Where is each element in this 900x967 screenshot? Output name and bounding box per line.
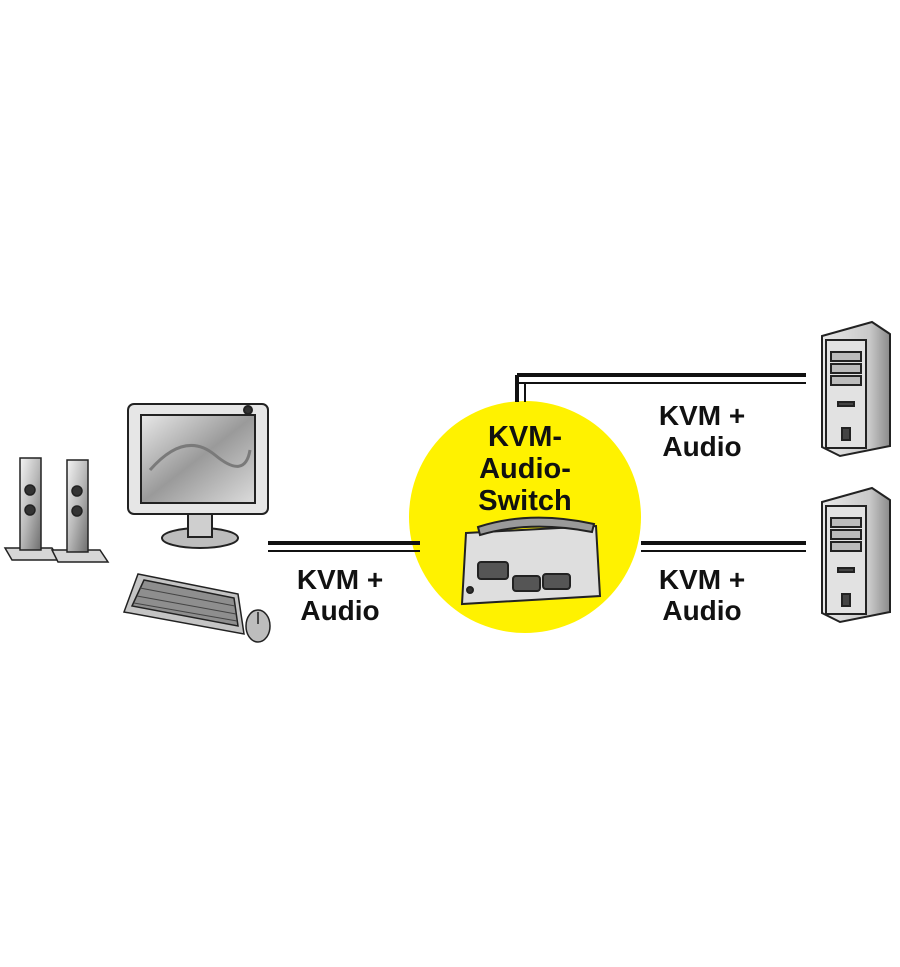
connection-label-line: Audio — [300, 595, 380, 626]
connection-label-console: KVM + Audio — [270, 564, 410, 626]
connection-label-line: Audio — [662, 595, 742, 626]
connection-label-line: KVM + — [658, 564, 746, 595]
cable-pc-1 — [515, 373, 806, 402]
speaker-icon — [3, 457, 110, 563]
switch-title-line: KVM- — [487, 421, 563, 453]
tower-pc-icon — [821, 486, 891, 624]
cable-console — [268, 541, 420, 552]
connection-label-line: Audio — [662, 431, 742, 462]
switch-title-line: Switch — [478, 485, 572, 517]
connection-label-line: KVM + — [658, 400, 746, 431]
cable-pc-2 — [641, 541, 806, 552]
connection-label-pc-1: KVM + Audio — [632, 400, 772, 462]
switch-title-line: Audio- — [479, 453, 571, 485]
keyboard-icon — [122, 573, 245, 635]
mouse-icon — [245, 609, 271, 643]
kvm-switch-icon — [460, 516, 602, 606]
connection-label-line: KVM + — [296, 564, 384, 595]
tower-pc-icon — [821, 320, 891, 458]
connection-label-pc-2: KVM + Audio — [632, 564, 772, 626]
switch-title: KVM- Audio- Switch — [455, 421, 595, 517]
monitor-icon — [127, 403, 269, 549]
